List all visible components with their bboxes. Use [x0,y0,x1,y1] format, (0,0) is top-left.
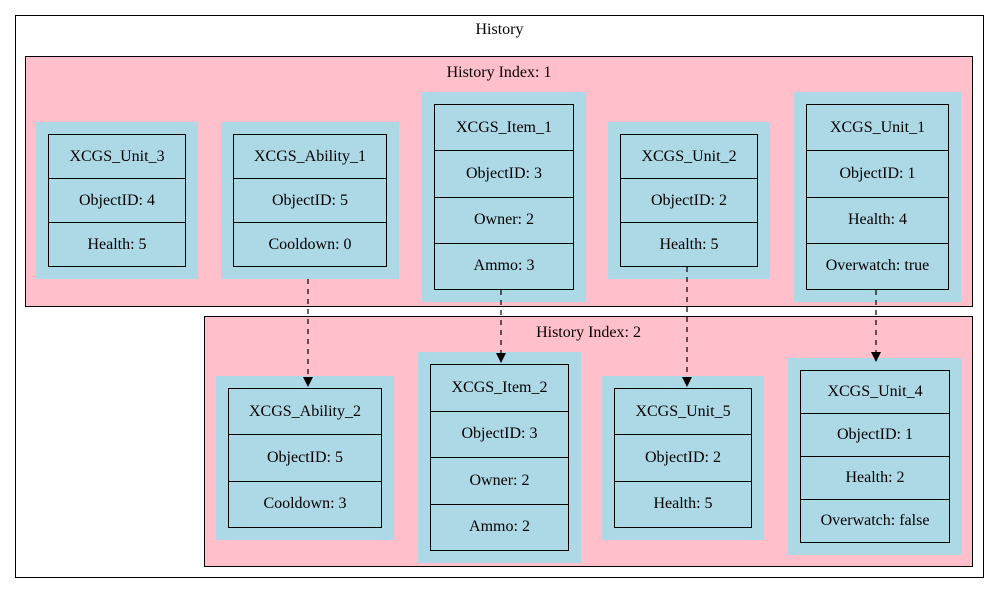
record: XCGS_Ability_2 ObjectID: 5 Cooldown: 3 [228,388,382,528]
node-header: XCGS_Ability_2 [248,402,361,420]
node-field: ObjectID: 1 [807,150,948,196]
record: XCGS_Unit_1 ObjectID: 1 Health: 4 Overwa… [806,104,949,290]
node-field: ObjectID: 1 [801,413,949,456]
node-field: Owner: 2 [435,196,573,243]
record: XCGS_Item_1 ObjectID: 3 Owner: 2 Ammo: 3 [434,104,574,290]
node-field: Overwatch: true [807,242,948,289]
graph-title: History [475,21,524,38]
node-field: ObjectID: 2 [615,434,751,480]
record: XCGS_Unit_5 ObjectID: 2 Health: 5 [614,388,752,528]
record: XCGS_Ability_1 ObjectID: 5 Cooldown: 0 [233,134,387,267]
node-field: ObjectID: 4 [49,178,185,222]
node-xcgs-unit-5[interactable]: XCGS_Unit_5 ObjectID: 2 Health: 5 [602,376,764,540]
node-xcgs-ability-2[interactable]: XCGS_Ability_2 ObjectID: 5 Cooldown: 3 [216,376,394,540]
node-xcgs-ability-1[interactable]: XCGS_Ability_1 ObjectID: 5 Cooldown: 0 [221,122,399,279]
node-header: XCGS_Unit_4 [827,383,923,400]
node-field: Health: 5 [615,480,751,527]
record: XCGS_Unit_2 ObjectID: 2 Health: 5 [620,134,758,267]
node-header: XCGS_Item_2 [451,378,548,396]
node-header: XCGS_Unit_1 [829,118,926,136]
node-field: Health: 4 [807,196,948,243]
node-header: XCGS_Unit_5 [635,402,731,420]
node-field: Overwatch: false [801,499,949,542]
record: XCGS_Item_2 ObjectID: 3 Owner: 2 Ammo: 2 [430,364,569,551]
node-header: XCGS_Item_1 [456,118,552,136]
node-xcgs-unit-3[interactable]: XCGS_Unit_3 ObjectID: 4 Health: 5 [36,122,198,279]
node-field: ObjectID: 3 [431,410,568,458]
node-field: Health: 5 [49,222,185,266]
node-xcgs-item-1[interactable]: XCGS_Item_1 ObjectID: 3 Owner: 2 Ammo: 3 [422,92,586,302]
node-field: ObjectID: 3 [435,150,573,196]
node-xcgs-unit-4[interactable]: XCGS_Unit_4 ObjectID: 1 Health: 2 Overwa… [788,358,962,555]
node-field: Health: 5 [621,222,757,266]
node-xcgs-item-2[interactable]: XCGS_Item_2 ObjectID: 3 Owner: 2 Ammo: 2 [418,352,581,563]
node-header: XCGS_Unit_3 [69,147,165,165]
node-header: XCGS_Unit_2 [641,147,737,165]
node-field: Owner: 2 [431,457,568,504]
node-field: ObjectID: 2 [621,178,757,222]
record: XCGS_Unit_4 ObjectID: 1 Health: 2 Overwa… [800,370,950,543]
cluster-title: History Index: 1 [446,64,552,81]
node-field: ObjectID: 5 [234,178,386,222]
node-field: Health: 2 [801,456,949,499]
node-field: Cooldown: 3 [229,480,381,527]
node-field: Ammo: 2 [431,503,568,551]
node-field: Cooldown: 0 [234,222,386,266]
record: XCGS_Unit_3 ObjectID: 4 Health: 5 [48,134,186,267]
cluster-title: History Index: 2 [536,324,641,341]
node-field: Ammo: 3 [435,242,573,289]
node-header: XCGS_Ability_1 [253,147,366,165]
node-xcgs-unit-1[interactable]: XCGS_Unit_1 ObjectID: 1 Health: 4 Overwa… [794,92,961,302]
node-field: ObjectID: 5 [229,434,381,480]
node-xcgs-unit-2[interactable]: XCGS_Unit_2 ObjectID: 2 Health: 5 [608,122,770,279]
